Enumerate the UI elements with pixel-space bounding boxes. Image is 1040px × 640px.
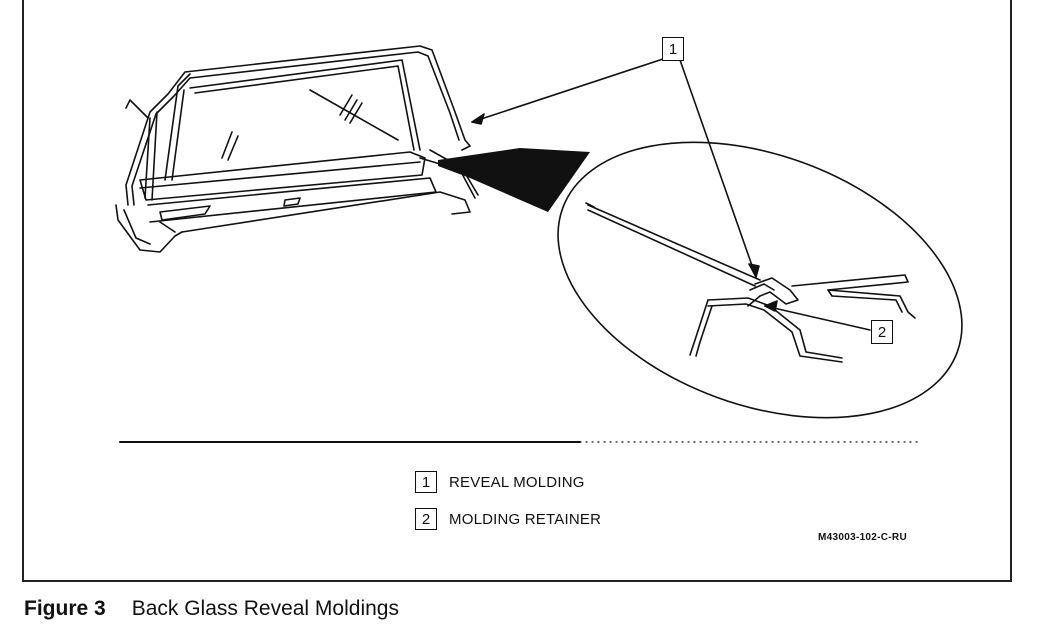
figure-code: M43003-102-C-RU bbox=[818, 532, 907, 543]
magnification-wedge bbox=[438, 148, 590, 212]
car-rear-window-illustration bbox=[115, 45, 479, 253]
callout-2-leaders bbox=[764, 300, 871, 331]
legend-number: 2 bbox=[421, 510, 431, 528]
callout-number: 1 bbox=[668, 40, 678, 58]
legend-number-box: 2 bbox=[415, 508, 437, 530]
detail-magnifier bbox=[557, 141, 963, 419]
callout-1-leaders bbox=[471, 57, 760, 278]
callout-box-1: 1 bbox=[662, 37, 684, 61]
legend-label: MOLDING RETAINER bbox=[449, 510, 602, 528]
legend-item-1: 1 REVEAL MOLDING bbox=[415, 471, 585, 493]
callout-box-2: 2 bbox=[871, 320, 893, 344]
figure-title: Back Glass Reveal Moldings bbox=[131, 597, 399, 620]
legend-number: 1 bbox=[421, 473, 431, 491]
legend-label: REVEAL MOLDING bbox=[449, 473, 585, 491]
legend-number-box: 1 bbox=[415, 471, 437, 493]
callout-number: 2 bbox=[877, 323, 887, 341]
figure-number: Figure 3 bbox=[24, 597, 106, 620]
figure-caption: Figure 3 Back Glass Reveal Moldings bbox=[24, 597, 399, 621]
figure-frame bbox=[22, 0, 1012, 582]
legend-item-2: 2 MOLDING RETAINER bbox=[415, 508, 601, 530]
